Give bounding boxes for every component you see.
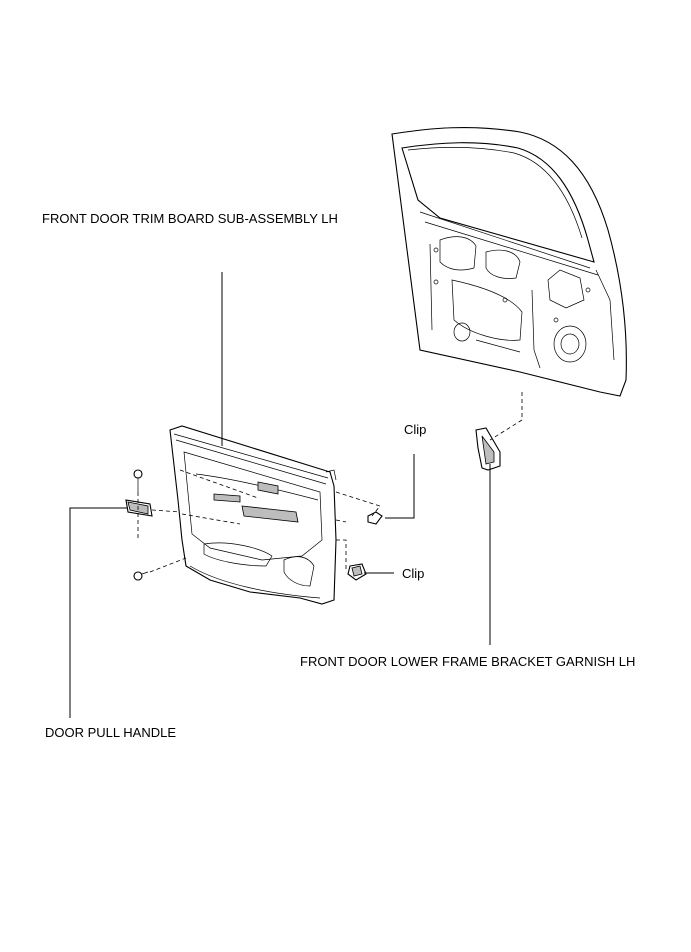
door-frame: [391, 126, 627, 397]
clip-lower: [347, 563, 367, 581]
label-pull-handle: DOOR PULL HANDLE: [45, 725, 176, 740]
leader-clip-upper: [385, 454, 415, 519]
leader-pull-handle: [69, 507, 128, 718]
door-pull-handle: [125, 499, 153, 517]
trim-board: [169, 425, 337, 605]
label-clip-lower: Clip: [402, 566, 425, 581]
label-clip-upper: Clip: [404, 422, 427, 437]
label-garnish: FRONT DOOR LOWER FRAME BRACKET GARNISH L…: [300, 654, 636, 669]
screw-upper: [133, 469, 143, 492]
clip-upper: [367, 511, 383, 525]
label-trim-board: FRONT DOOR TRIM BOARD SUB-ASSEMBLY LH: [42, 211, 338, 226]
screw-lower: [133, 571, 149, 581]
lower-frame-bracket-garnish: [475, 427, 501, 471]
